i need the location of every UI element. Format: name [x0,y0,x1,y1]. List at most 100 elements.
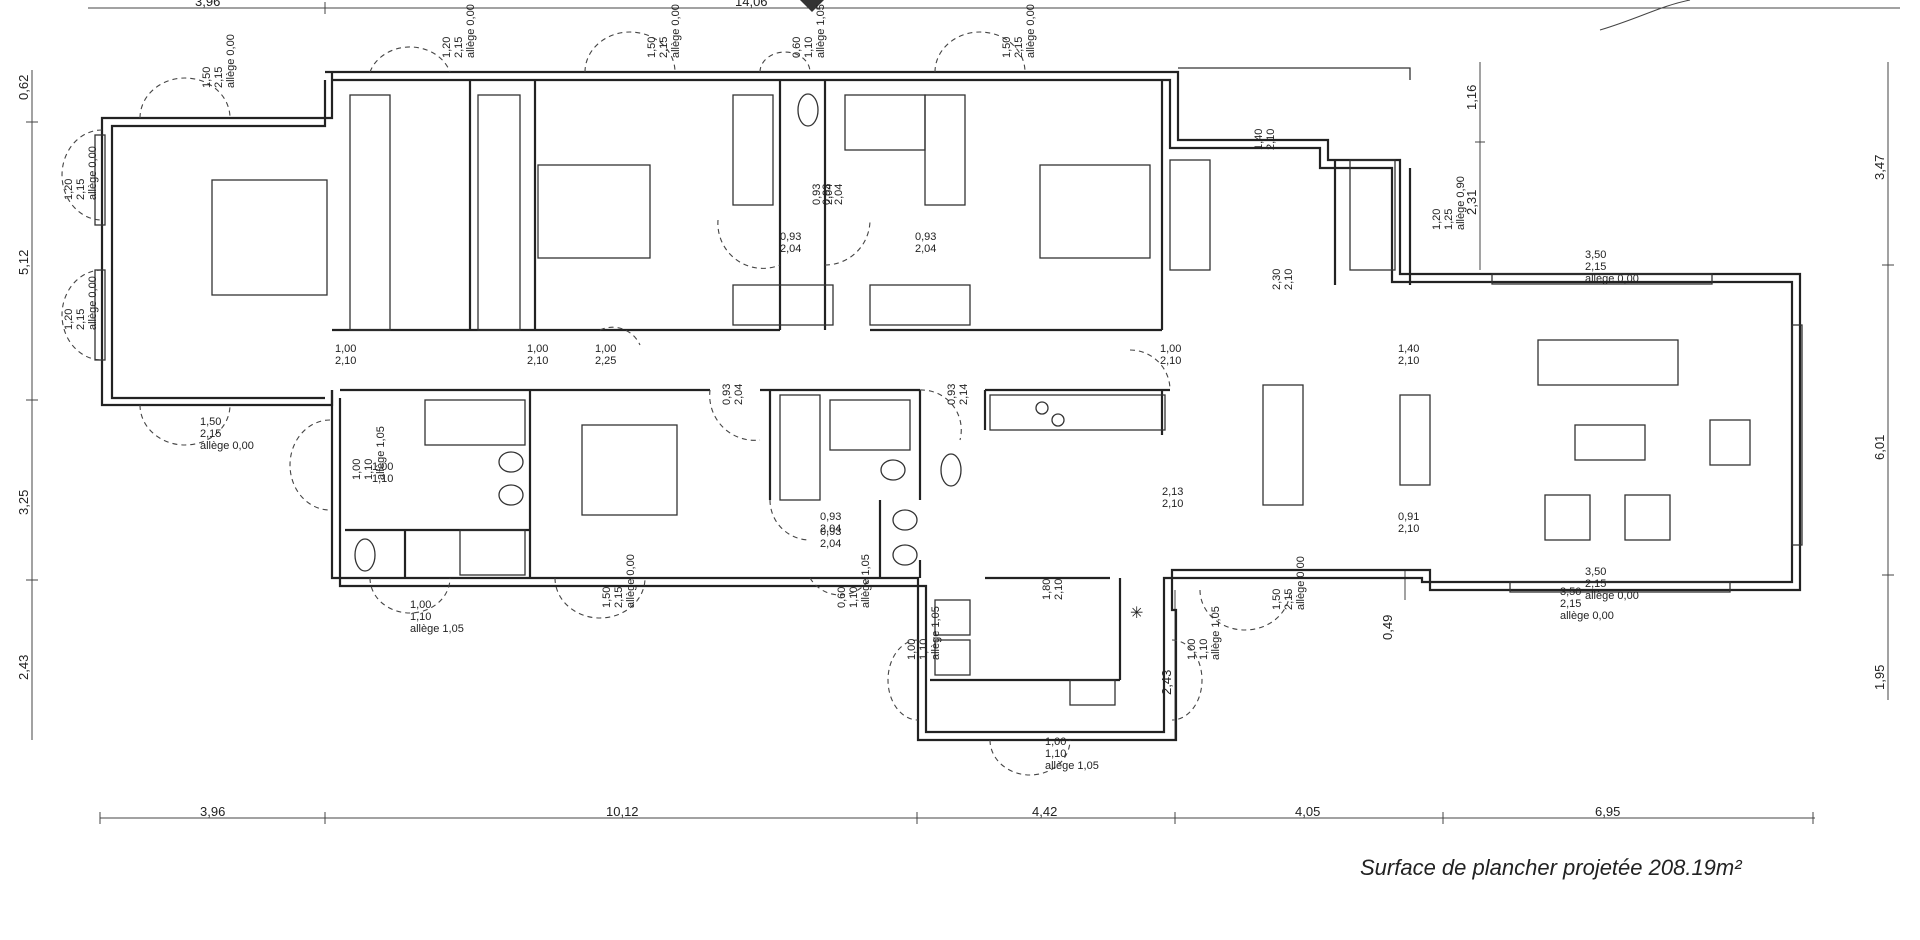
opening-label: 0,601,10allège 1,05 [836,554,872,608]
shower-1 [844,94,926,151]
bed-3 [1039,164,1151,259]
bottom-dim-3: 4,42 [1032,804,1057,819]
north-arrow-icon [800,0,824,12]
left-dim-1: 0,62 [16,75,31,100]
bed-4 [581,424,678,516]
inner-dimensions: 1,16 2,31 2,43 0,49 [1159,62,1485,740]
left-dimension-line: 0,62 5,12 3,25 2,43 [16,70,38,740]
right-dim-3: 1,95 [1872,665,1887,690]
wardrobe-1 [349,94,391,331]
toilet-3 [354,538,376,572]
bottom-dim-2: 10,12 [606,804,639,819]
wardrobe-2 [477,94,521,331]
utility-sink [1069,679,1116,706]
wardrobe-7 [869,284,971,326]
bed-1 [211,179,328,296]
opening-label: 0,601,10allège 1,05 [791,4,827,58]
toilet-1 [797,93,819,127]
opening-label: 1,502,15allège 0,00 [1271,556,1307,610]
window [1491,273,1713,285]
opening-label: 1,802,10 [1041,579,1065,600]
bottom-dimension-line: 3,96 10,12 4,42 4,05 6,95 [99,804,1815,824]
left-dim-3: 3,25 [16,490,31,515]
wardrobe-6 [732,284,834,326]
exterior-walls [100,67,1802,742]
opening-label: 1,402,10 [1253,129,1277,150]
opening-label: 1,502,15allège 0,00 [1001,4,1037,58]
coffee-table [1574,424,1646,461]
bottom-dim-1: 3,96 [200,804,225,819]
top-dim-1: 3,96 [195,0,220,9]
windows [94,134,1803,593]
opening-labels: 1,502,15allège 0,00 1,202,15allège 0,00 1,… [63,4,1639,772]
left-dim-2: 5,12 [16,250,31,275]
sink-5 [892,544,918,566]
toilet-2 [940,453,962,487]
armchair [1624,494,1671,541]
dryer [934,639,971,676]
wardrobe-5 [1169,159,1211,271]
wardrobe-4 [924,94,966,206]
furniture: ✳ [211,93,1751,706]
bathtub [424,399,526,446]
opening-label: 1,001,10allège 1,05 [906,606,942,660]
opening-label: 1,202,15allège 0,00 [63,146,99,200]
armchair [1544,494,1591,541]
bed-2 [537,164,651,259]
opening-label: 1,202,15allège 0,00 [441,4,477,58]
window [1791,324,1803,546]
bottom-dim-4: 4,05 [1295,804,1320,819]
right-dim-2: 6,01 [1872,435,1887,460]
window [1509,581,1731,593]
washer [934,599,971,636]
fireplace [1399,394,1431,486]
bottom-dim-5: 6,95 [1595,804,1620,819]
opening-label: 1,001,10allège 1,05 [1186,606,1222,660]
opening-label: 0,932,04 [721,384,745,405]
right-dim-1: 3,47 [1872,155,1887,180]
armchair [1709,419,1751,466]
sofa [1537,339,1679,386]
window [94,134,106,226]
opening-label: 0,932,14 [946,384,970,405]
cooktop-icon [1035,401,1049,415]
shower-2 [829,399,911,451]
interior-walls [332,80,1412,682]
storage-1 [1349,159,1396,271]
left-dim-4: 2,43 [16,655,31,680]
cooktop-icon [1051,413,1065,427]
opening-label: 0,932,04 [811,184,835,205]
opening-label: 1,001,10allège 1,05 [351,426,387,480]
opening-label: 1,502,15allège 0,00 [201,34,237,88]
opening-label: 0,932,04 [821,184,845,205]
top-dimension-line: 3,96 14,06 [88,0,1900,31]
inner-dim-1: 1,16 [1464,85,1479,110]
snowflake-icon: ✳ [1130,605,1143,622]
sink-3 [498,484,524,506]
opening-label: 1,502,15allège 0,00 [646,4,682,58]
opening-label: 1,502,15allège 0,00 [601,554,637,608]
inner-dim-3: 2,43 [1159,670,1174,695]
surface-note: Surface de plancher projetée 208.19m² [1360,855,1742,880]
sink-2 [498,451,524,473]
site-curve [1599,0,1691,31]
sink-1 [880,459,906,481]
inner-dim-4: 0,49 [1380,615,1395,640]
opening-label: 2,302,10 [1271,269,1295,290]
